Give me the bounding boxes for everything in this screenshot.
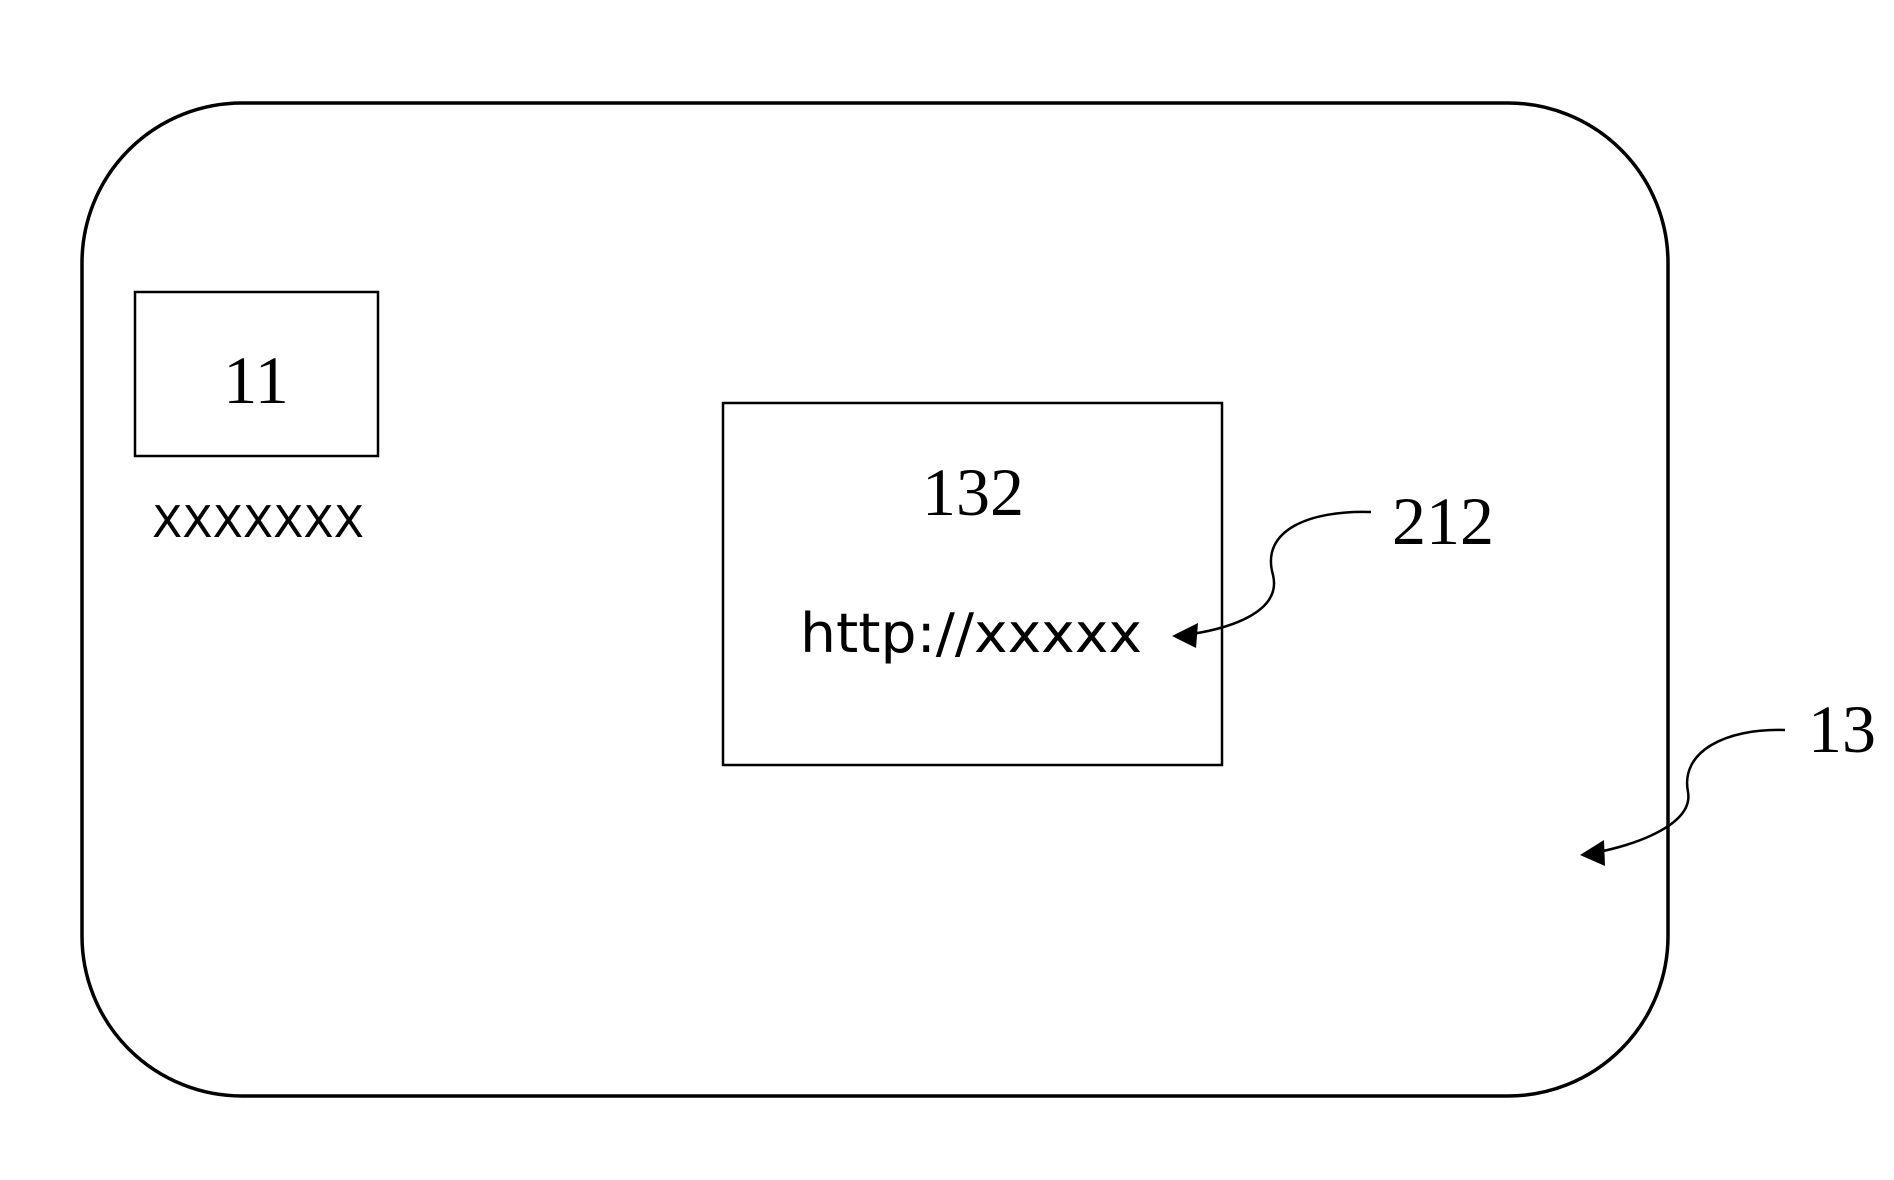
callout-212-leader: [1192, 512, 1371, 634]
callout-212-arrowhead: [1172, 623, 1198, 648]
element-11-caption: XXXXXXX: [152, 497, 364, 548]
card-ref-label: 13: [1808, 691, 1876, 767]
element-132-label: 132: [922, 454, 1024, 530]
element-132-url: http://xxxxx: [800, 602, 1142, 665]
callout-13-arrowhead: [1580, 840, 1605, 866]
callout-13-leader: [1598, 730, 1785, 852]
card-outline: [82, 103, 1668, 1096]
element-11-label: 11: [223, 342, 288, 418]
callout-212-label: 212: [1392, 483, 1494, 559]
